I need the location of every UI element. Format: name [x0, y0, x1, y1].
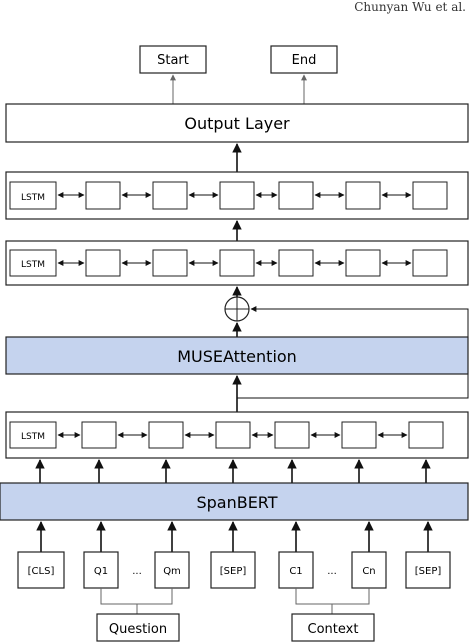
- lstm-layer-bottom: LSTM: [5, 411, 469, 459]
- lstm-cell: [85, 249, 121, 277]
- lstm-label: LSTM: [21, 432, 45, 442]
- lstm-cell: [412, 249, 448, 277]
- lstm-cell: [81, 421, 117, 449]
- token-ellipsis-question: ...: [132, 566, 142, 577]
- token-box-cn: [351, 551, 387, 589]
- lstm-label: LSTM: [21, 260, 45, 270]
- token-label-cn: Cn: [362, 566, 375, 577]
- lstm-cell: [219, 181, 255, 210]
- token-box-c1: [278, 551, 314, 589]
- lstm-label-box: [9, 181, 57, 210]
- question-bracket: [100, 588, 173, 614]
- lstm-cell: [345, 181, 381, 210]
- lstm-cell: [278, 249, 314, 277]
- lstm-cell: [408, 421, 444, 449]
- output-layer-label: Output Layer: [184, 114, 290, 133]
- muse-attention-label: MUSEAttention: [177, 347, 297, 366]
- lstm-cells-bottom: [81, 421, 444, 449]
- lstm-cell: [152, 249, 188, 277]
- spanbert-to-lstm-arrows: [35, 459, 431, 483]
- lstm-label: LSTM: [21, 193, 45, 203]
- end-label: End: [292, 53, 317, 68]
- token-label-sep-1: [SEP]: [220, 566, 247, 577]
- token-label-c1: C1: [289, 566, 302, 577]
- context-label: Context: [308, 622, 359, 637]
- lstm-layer-top: LSTM: [5, 171, 469, 220]
- lstm-cell: [85, 181, 121, 210]
- token-box-q1: [83, 551, 119, 589]
- lstm-cell: [152, 181, 188, 210]
- author-header: Chunyan Wu et al.: [354, 0, 466, 14]
- lstm-cell: [148, 421, 184, 449]
- token-row: [CLS] Q1 ... Qm [SEP] C1 ... Cn [SEP]: [17, 551, 451, 589]
- token-label-cls: [CLS]: [28, 566, 55, 577]
- start-label: Start: [157, 53, 189, 68]
- spanbert-layer: SpanBERT: [0, 482, 469, 521]
- token-box-sep-1: [210, 551, 256, 589]
- output-layer: Output Layer: [5, 103, 469, 143]
- lstm-cell: [215, 421, 251, 449]
- add-operator-icon: [224, 296, 250, 322]
- lstm-cell: [341, 421, 377, 449]
- lstm-cell: [274, 421, 310, 449]
- token-ellipsis-context: ...: [327, 566, 337, 577]
- token-label-qm: Qm: [163, 566, 181, 577]
- context-group: Context: [291, 613, 375, 642]
- token-box-sep-2: [405, 551, 451, 589]
- question-group: Question: [96, 613, 180, 642]
- lstm-cell: [278, 181, 314, 210]
- token-box-qm: [154, 551, 190, 589]
- token-label-sep-2: [SEP]: [415, 566, 442, 577]
- lstm-cell: [412, 181, 448, 210]
- lstm-label-box: [9, 249, 57, 277]
- muse-attention-layer: MUSEAttention: [5, 336, 469, 375]
- question-label: Question: [109, 622, 167, 637]
- lstm-cells-top: [85, 181, 448, 210]
- context-bracket: [295, 588, 370, 614]
- lstm-cells-middle: [85, 249, 448, 277]
- spanbert-label: SpanBERT: [196, 493, 277, 512]
- start-node: Start: [139, 45, 207, 74]
- lstm-cell: [219, 249, 255, 277]
- token-label-q1: Q1: [94, 566, 108, 577]
- token-to-spanbert-arrows: [36, 521, 433, 552]
- end-node: End: [270, 45, 338, 74]
- lstm-label-box: [9, 421, 57, 449]
- token-box-cls: [17, 551, 65, 589]
- lstm-layer-middle: LSTM: [5, 240, 469, 286]
- lstm-cell: [345, 249, 381, 277]
